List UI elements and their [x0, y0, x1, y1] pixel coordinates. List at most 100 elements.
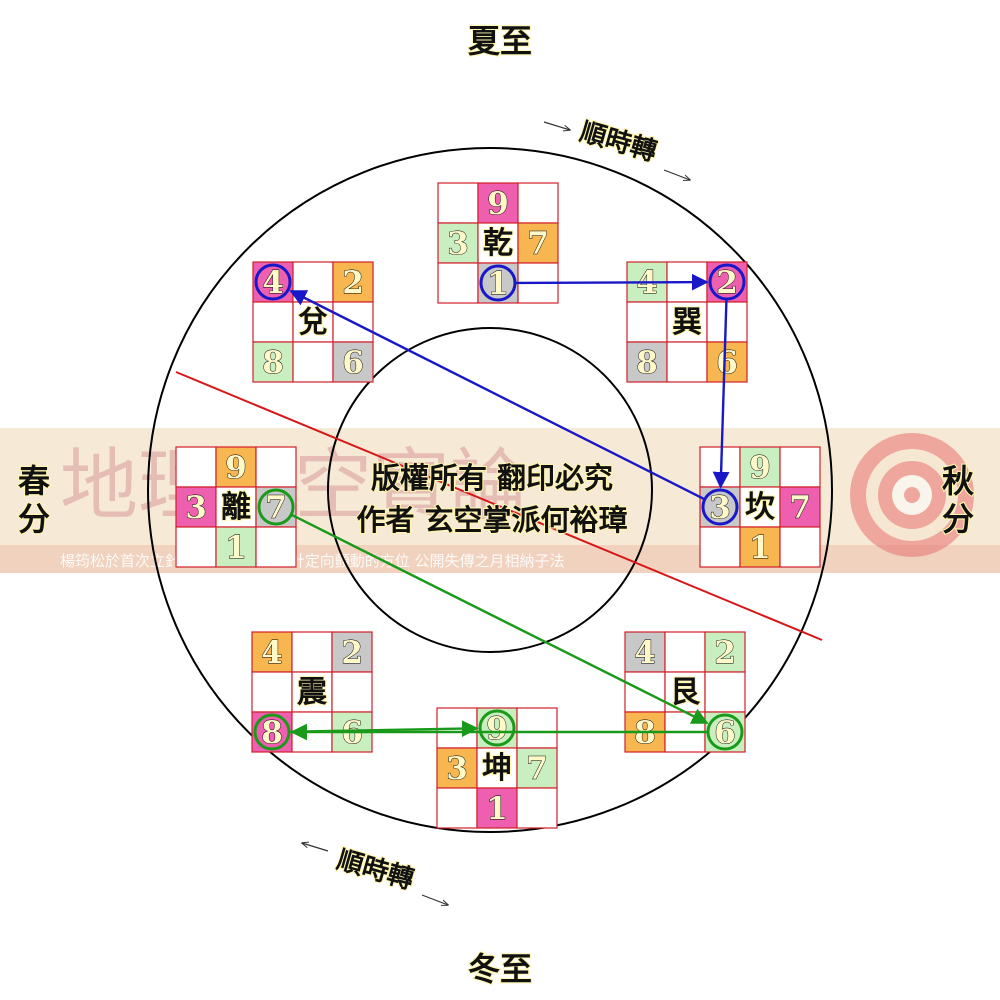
star-number: 2: [341, 635, 363, 671]
star-number: 3: [446, 751, 468, 787]
grid-cell: [436, 787, 478, 829]
grid-cell: [624, 631, 666, 673]
grid-cell: [332, 261, 374, 303]
grid-cell: [252, 261, 294, 303]
blue-path-segment: [515, 273, 709, 291]
star-number: 7: [526, 751, 548, 787]
grid-cell: [251, 671, 293, 713]
trigram-label: 離: [221, 490, 251, 525]
grid-cell: [664, 631, 706, 673]
outer-ring: [147, 147, 833, 833]
grid-cell: [255, 526, 297, 568]
label-autumn-char-1: 秋: [942, 462, 974, 500]
star-number: 6: [716, 345, 738, 381]
grid-cell: [699, 526, 741, 568]
star-number: 2: [714, 635, 736, 671]
grid-cell: [516, 747, 558, 789]
grid-cell: [255, 486, 297, 528]
star-number: 8: [636, 345, 658, 381]
grid-cell: [704, 711, 746, 753]
rotation-text-bottom: 順時轉: [334, 844, 418, 895]
grid-cell: [704, 631, 746, 673]
center-text: 版權所有 翻印必究 作者 玄空掌派何裕璋: [355, 460, 628, 538]
compass-logo: [850, 433, 974, 557]
grid-cell: [332, 341, 374, 383]
grid-zhen: 42震86: [251, 631, 373, 753]
grid-cell: [739, 526, 781, 568]
star-number: 2: [716, 265, 738, 301]
grid-cell: [517, 222, 559, 264]
grid-cell: [251, 631, 293, 673]
highlight-circle: [479, 264, 517, 302]
trigram-label: 乾: [483, 226, 513, 261]
trigram-grids: 93乾7142兌8642巽8693離7193坎7142震8642艮8693坤71: [175, 182, 821, 829]
grid-cell: [215, 446, 257, 488]
rotation-text-top: 順時轉: [577, 116, 661, 167]
highlight-circle: [701, 488, 739, 526]
highlight-circle: [706, 713, 744, 751]
star-number: 2: [342, 265, 364, 301]
grid-cell: [779, 486, 821, 528]
star-number: 3: [185, 490, 207, 526]
rotation-arrow-bottom-right: [421, 894, 448, 905]
star-number: 7: [789, 490, 811, 526]
divider-line: [175, 371, 823, 641]
star-number: 7: [265, 490, 287, 526]
star-number: 1: [749, 530, 771, 566]
grid-cell: [779, 526, 821, 568]
grid-cell: [251, 711, 293, 753]
grid-cell: [437, 182, 479, 224]
grid-cell: [476, 747, 518, 789]
label-spring-equinox: 春 分: [17, 461, 51, 539]
grid-cell: [437, 262, 479, 304]
star-number: 8: [261, 715, 283, 751]
label-winter-solstice: 冬至: [468, 950, 532, 988]
star-number: 4: [262, 265, 284, 301]
grid-cell: [666, 341, 708, 383]
star-number: 6: [714, 715, 736, 751]
star-number: 7: [527, 226, 549, 262]
grid-cell: [175, 486, 217, 528]
star-number: 9: [749, 450, 771, 486]
label-summer-solstice: 夏至: [468, 22, 532, 60]
inner-ring: [327, 327, 653, 653]
grid-cell: [626, 301, 668, 343]
rotation-label-bottom: 順時轉: [302, 843, 448, 905]
trigram-label: 艮: [670, 675, 701, 710]
label-autumn-char-2: 分: [942, 500, 974, 538]
star-number: 8: [262, 345, 284, 381]
star-number: 4: [261, 635, 283, 671]
rotation-arrow-bottom-left: [302, 843, 329, 852]
grid-cell: [437, 222, 479, 264]
copyright-line: 版權所有 翻印必究: [371, 461, 613, 495]
grid-cell: [252, 301, 294, 343]
highlight-circle: [253, 713, 291, 751]
star-number: 3: [709, 490, 731, 526]
watermark-subtitle: 楊筠松於首次立針兼分金 七十四年針定向顫動的方位 公開失傳之月相納子法: [60, 552, 565, 570]
grid-cell: [215, 526, 257, 568]
grid-cell: [706, 341, 748, 383]
star-number: 9: [487, 186, 509, 222]
grid-cell: [255, 446, 297, 488]
grid-cell: [516, 707, 558, 749]
trigram-label: 巽: [672, 305, 702, 340]
label-spring-char-1: 春: [18, 462, 50, 500]
rotation-arrow-top-right: [663, 169, 690, 180]
star-number: 4: [634, 635, 656, 671]
green-path-segment: [291, 513, 709, 725]
grid-cell: [476, 787, 518, 829]
highlight-circle: [254, 263, 292, 301]
rotation-label-top: 順時轉: [543, 115, 690, 180]
highlight-circle: [257, 488, 295, 526]
highlight-circle: [478, 709, 516, 747]
grid-cell: [175, 526, 217, 568]
star-number: 1: [487, 266, 509, 302]
label-autumn-equinox: 秋 分: [941, 461, 975, 539]
